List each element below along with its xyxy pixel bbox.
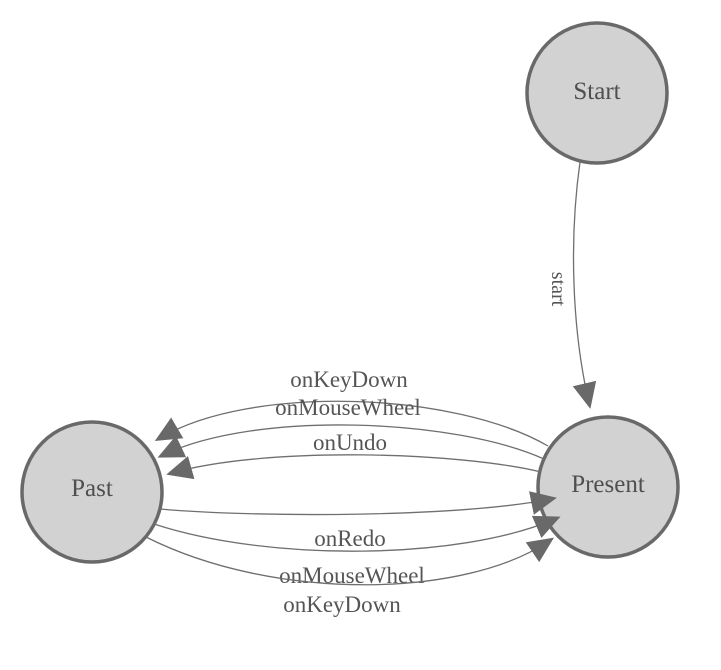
transition-present-to-past-onundo: onUndo	[166, 430, 542, 480]
edge-line-onkeydown-top	[154, 400, 549, 447]
edge-line-onmousewheel-top	[157, 424, 545, 460]
transition-start-to-present: start	[547, 161, 597, 409]
state-node-start: Start	[525, 21, 669, 165]
edge-line-start	[572, 161, 597, 409]
edge-label-onundo: onUndo	[313, 430, 387, 455]
edge-line-onmousewheel-bottom	[153, 515, 561, 552]
transition-present-to-past-onkeydown: onKeyDown	[154, 367, 549, 447]
edge-label-onkeydown-bottom: onKeyDown	[283, 592, 401, 617]
state-node-past: Past	[20, 420, 164, 564]
edge-label-start: start	[547, 272, 569, 307]
edge-label-onredo: onRedo	[314, 526, 386, 551]
state-circle-present	[536, 415, 680, 559]
transition-present-to-past-onmousewheel: onMouseWheel	[157, 395, 545, 460]
state-label-past: Past	[71, 475, 113, 502]
state-circle-start	[525, 21, 669, 165]
transition-past-to-present-onredo: onRedo	[159, 491, 557, 551]
transition-past-to-present-onkeydown: onKeyDown	[145, 536, 554, 617]
state-label-start: Start	[573, 78, 620, 105]
state-label-present: Present	[571, 471, 645, 498]
state-node-present: Present	[536, 415, 680, 559]
state-circle-past	[20, 420, 164, 564]
edge-line-onkeydown-bottom	[145, 536, 554, 586]
edge-line-onundo	[166, 454, 542, 480]
edge-label-onmousewheel-top: onMouseWheel	[275, 395, 421, 420]
edge-line-onredo	[159, 491, 557, 516]
edge-label-onkeydown-top: onKeyDown	[290, 367, 408, 392]
